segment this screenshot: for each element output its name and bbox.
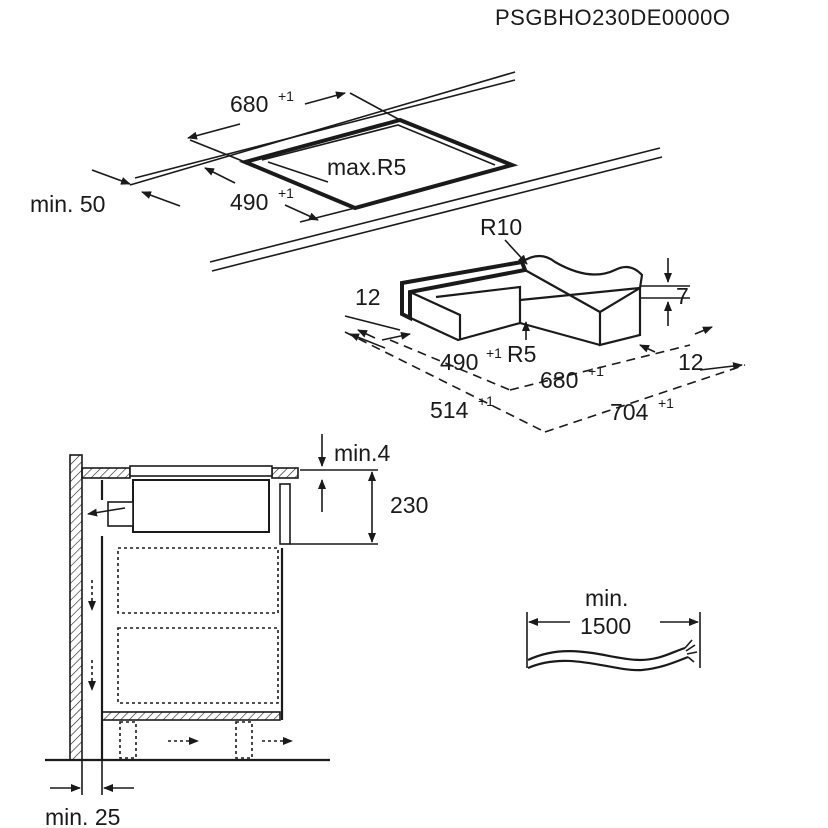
corner-radius-label: max.R5 (327, 154, 406, 180)
cutout-outline (238, 117, 519, 211)
corner-radius-leader (267, 161, 329, 183)
inner-width-tolerance: +1 (588, 363, 604, 379)
outer-radius-label: R10 (480, 214, 522, 240)
frame-view: R10 7 12 12 490 +1 R5 680 +1 514 +1 704 … (344, 214, 746, 433)
cutout-inner-edge (261, 124, 496, 166)
drawer-lower (117, 627, 279, 704)
worktop-front-edge-2 (211, 156, 663, 272)
frame-left-top (400, 259, 528, 322)
top-gap-label: min.4 (334, 440, 390, 466)
wall (69, 454, 83, 761)
depth-arrow-up (204, 167, 236, 184)
frame-width-left-label: 12 (355, 284, 381, 310)
depth-arrow-down (284, 204, 319, 221)
frame-ledge (435, 285, 522, 300)
width-label: 680 (230, 91, 268, 117)
cable-wire-ends (684, 639, 698, 663)
edge-arrow-top (91, 169, 131, 185)
frame-inner-left (409, 291, 462, 340)
thickness-label: 7 (676, 283, 689, 309)
outer-depth-dim-line (344, 331, 546, 433)
frame-width-left-arrow (381, 331, 411, 341)
drawer-upper (117, 547, 279, 614)
inner-radius-label: R5 (507, 341, 536, 367)
outer-width-label: 704 (610, 399, 649, 425)
outer-width-dim-line (544, 364, 746, 433)
top-view: 680 +1 490 +1 max.R5 min. 50 (30, 71, 663, 272)
cable-lower (527, 655, 689, 672)
hob-body (132, 479, 270, 533)
front-panel (279, 483, 291, 545)
outer-depth-label: 514 (430, 397, 469, 423)
outer-depth-tolerance: +1 (478, 393, 494, 409)
height-label: 230 (390, 492, 428, 518)
worktop-front-edge (209, 147, 661, 263)
cable-label-line2: 1500 (580, 613, 631, 639)
width-tolerance: +1 (278, 88, 294, 104)
depth-label: 490 (230, 189, 268, 215)
bottom-shelf (101, 711, 281, 721)
hob-exhaust (107, 501, 134, 527)
width-arrow-left (187, 123, 241, 140)
outer-depth-arrow (349, 333, 386, 349)
frame-width-right-label: 12 (678, 349, 704, 375)
document-code: PSGBHO230DE0000O (495, 5, 730, 30)
inner-width-dim-line (509, 344, 691, 391)
edge-distance-label: min. 50 (30, 191, 105, 217)
outer-width-tolerance: +1 (658, 395, 674, 411)
worktop-left (81, 467, 131, 479)
frame-width-left-arrow-2 (357, 329, 376, 339)
cable-label-line1: min. (585, 585, 628, 611)
worktop-back-edge (129, 71, 516, 186)
inner-width-label: 680 (540, 367, 578, 393)
foot-left (119, 721, 137, 759)
wall-gap-label: min. 25 (45, 804, 120, 828)
foot-right (235, 721, 253, 759)
frame-width-right-arrow (639, 344, 656, 353)
edge-arrow-bottom (141, 191, 181, 207)
frame-right-top (521, 254, 644, 347)
frame-right-inner (524, 269, 601, 313)
worktop-right (271, 467, 299, 479)
worktop-back-edge-2 (134, 79, 516, 179)
frame-body-left (400, 283, 641, 342)
exhaust-arrow (87, 507, 126, 517)
frame-width-right-arrow-2 (694, 326, 713, 335)
section-view: min.4 230 min. 25 (45, 434, 428, 828)
frame-width-left-dim (344, 315, 401, 331)
cable-upper (527, 646, 686, 662)
width-arrow-right (304, 91, 346, 105)
ext-line-b (349, 92, 401, 121)
outer-radius-arrow (504, 239, 528, 265)
inner-depth-label: 490 (440, 349, 478, 375)
hob-glass (129, 465, 273, 477)
depth-tolerance: +1 (278, 185, 294, 201)
cable-view: min. 1500 (526, 585, 701, 672)
frame-right-bottom (519, 321, 601, 347)
inner-depth-dim-line (389, 339, 511, 391)
inner-depth-tolerance: +1 (486, 345, 502, 361)
ext-line-a (189, 139, 246, 163)
outer-width-arrow (699, 362, 743, 371)
